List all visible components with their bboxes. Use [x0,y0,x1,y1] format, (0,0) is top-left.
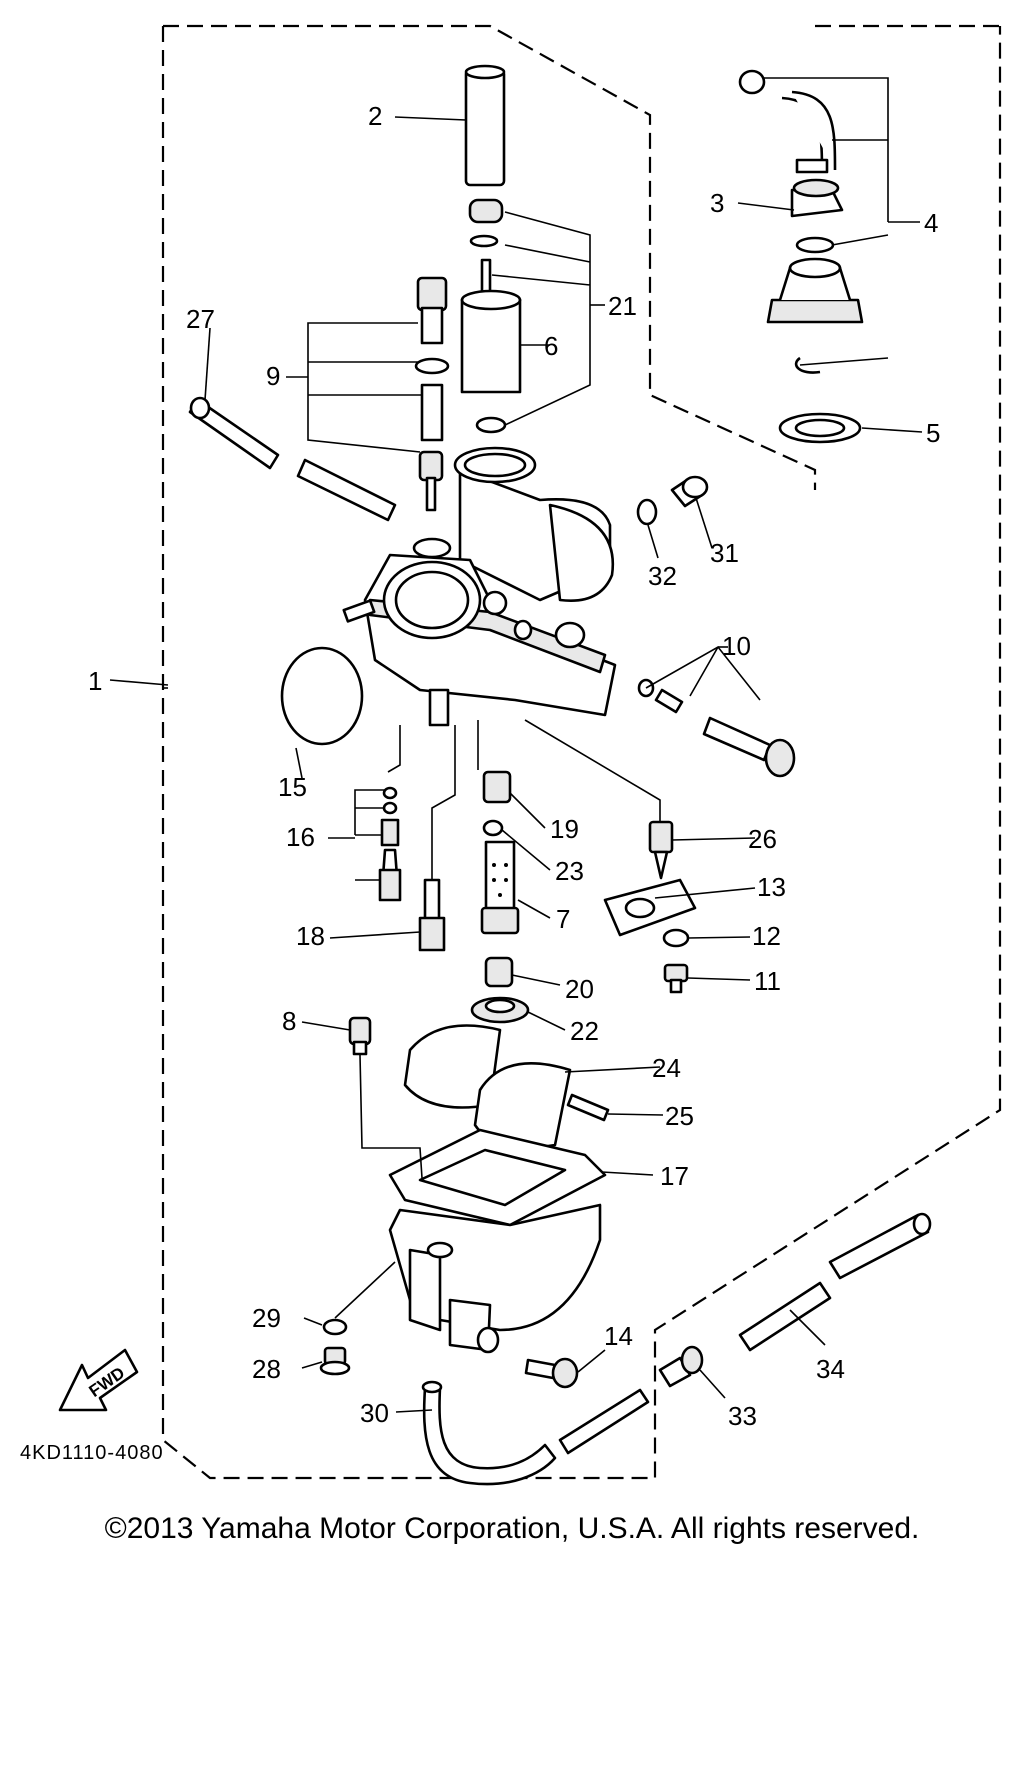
callout-1: 1 [88,666,102,696]
part-23-o-ring [482,819,504,837]
part-16-pilot-screw [378,786,402,902]
part-20-needle-valve [484,956,514,988]
callout-16: 16 [286,822,315,852]
callout-6: 6 [544,331,558,361]
callout-30: 30 [360,1398,389,1428]
part-28-plug [319,1346,351,1376]
part-13-gasket [603,878,697,937]
part-14-screw [524,1357,579,1389]
part-27-hose [188,396,397,522]
callout-26: 26 [748,824,777,854]
callout-numbers: 1 2 3 4 5 6 7 8 9 10 11 12 13 14 15 16 1… [88,101,940,1431]
part-34-hose [738,1212,932,1352]
drawing-code: 4KD1110-4080 [20,1442,164,1464]
part-33-joint [658,1345,704,1388]
callout-33: 33 [728,1401,757,1431]
part-1-carburetor-body [342,446,617,727]
part-6-throttle-valve [460,289,522,434]
callout-2: 2 [368,101,382,131]
callout-11: 11 [754,966,781,996]
callout-31: 31 [710,538,739,568]
callout-20: 20 [565,974,594,1004]
part-15-o-ring [280,646,364,746]
part-18-pilot-jet [418,878,446,952]
part-22-valve-seat [470,996,530,1024]
part-25-float-pin [566,1093,610,1122]
part-4-carburetor-top [738,69,864,444]
callout-14: 14 [604,1321,633,1351]
callout-23: 23 [555,856,584,886]
float-chamber [388,1203,602,1354]
part-17-float-chamber-gasket [388,1128,607,1227]
callout-28: 28 [252,1354,281,1384]
callout-12: 12 [752,921,781,951]
part-31-screw [670,475,709,508]
part-26-starter-jet [648,820,674,880]
callout-24: 24 [652,1053,681,1083]
callout-4: 4 [924,208,938,238]
callout-8: 8 [282,1006,296,1036]
callout-25: 25 [665,1101,694,1131]
part-30-hose [421,1380,650,1486]
callout-15: 15 [278,772,307,802]
callout-32: 32 [648,561,677,591]
callout-5: 5 [926,418,940,448]
assembly-boundary [161,24,1002,1480]
part-9-starter-plunger [414,276,450,512]
callout-21: 21 [608,291,637,321]
callout-10: 10 [722,631,751,661]
part-24-float [403,1024,572,1149]
part-12-o-ring [662,928,690,948]
callout-13: 13 [757,872,786,902]
leader-lines [109,77,923,1413]
callout-29: 29 [252,1303,281,1333]
callout-27: 27 [186,304,215,334]
part-7-main-nozzle [480,840,520,935]
callout-18: 18 [296,921,325,951]
callout-17: 17 [660,1161,689,1191]
callout-22: 22 [570,1016,599,1046]
part-10-throttle-stop-screw [637,678,796,778]
callout-34: 34 [816,1354,845,1384]
callout-19: 19 [550,814,579,844]
callout-7: 7 [556,904,570,934]
fwd-arrow-icon: FWD [58,1348,139,1412]
part-29-o-ring [322,1318,348,1336]
part-32-o-ring [636,498,658,526]
part-2-cable-tube [464,64,506,187]
callout-9: 9 [266,361,280,391]
part-8-drain-screw [348,1016,372,1056]
part-11-screw [663,963,689,994]
callout-3: 3 [710,188,724,218]
copyright-notice: ©2013 Yamaha Motor Corporation, U.S.A. A… [104,1512,920,1545]
part-19-needle-jet-holder [482,770,512,804]
